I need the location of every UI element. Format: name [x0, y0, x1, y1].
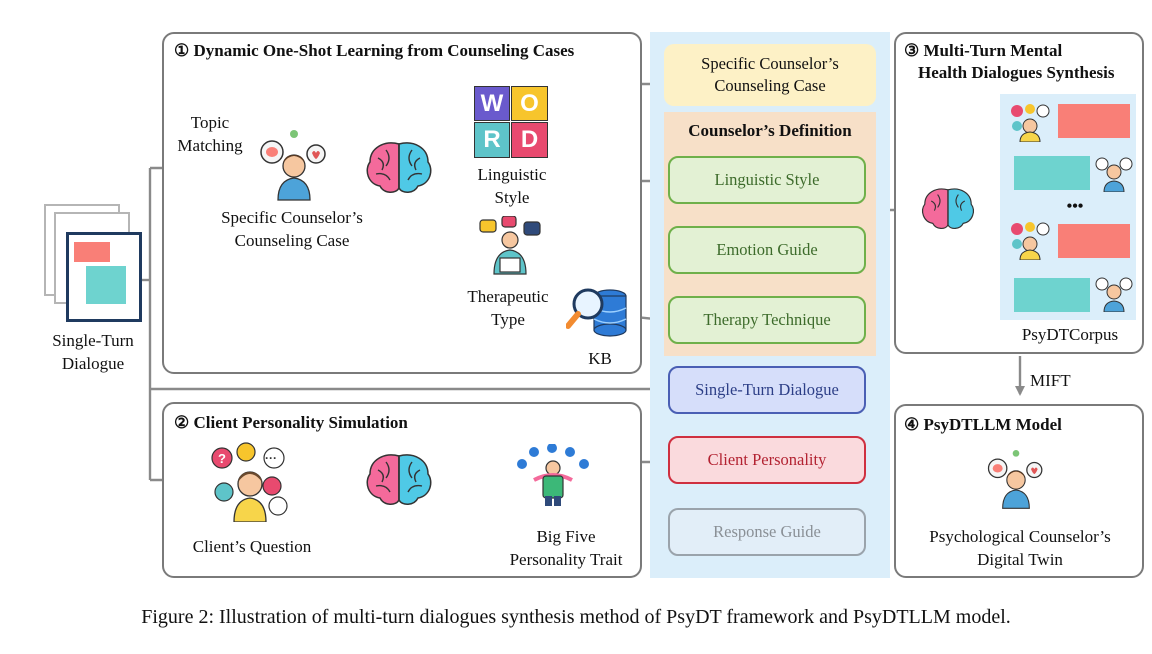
case-label-2: Counseling Case	[234, 231, 350, 250]
brain-icon	[366, 454, 432, 505]
response-guide-box: Response Guide	[668, 508, 866, 556]
single-turn-label-1: Single-Turn	[52, 331, 134, 350]
digital-twin-label-1: Psychological Counselor’s	[929, 527, 1111, 546]
kb-label: KB	[588, 349, 612, 368]
message-bubble-client	[1058, 224, 1130, 258]
digital-twin-label-2: Digital Twin	[977, 550, 1063, 569]
psydtcorpus-label: PsyDTCorpus	[1021, 325, 1119, 344]
panel-3-title-2: Health Dialogues Synthesis	[918, 63, 1115, 82]
client-icon: ? ···	[211, 442, 288, 522]
case-label-1: Specific Counselor’s	[221, 208, 363, 227]
brain-icon	[366, 142, 432, 193]
panel-1-title: ① Dynamic One-Shot Learning from Counsel…	[174, 41, 575, 60]
client-avatar-icon	[1011, 222, 1050, 260]
big-five-icon	[517, 444, 589, 506]
ellipsis-label: •••	[1066, 198, 1084, 215]
figure-caption: Figure 2: Illustration of multi-turn dia…	[141, 606, 1011, 628]
kb-database-icon	[566, 288, 627, 337]
counselor-avatar-icon	[1095, 157, 1133, 192]
linguistic-label-2: Style	[494, 188, 530, 207]
message-bubble-counselor	[1014, 278, 1090, 312]
panel-3-title-1: ③ Multi-Turn Mental	[904, 41, 1063, 60]
counselor-icon	[987, 450, 1043, 509]
clients-question-label: Client’s Question	[192, 537, 312, 556]
single-turn-label-2: Dialogue	[61, 354, 125, 373]
therapy-technique-box: Therapy Technique	[668, 296, 866, 344]
svg-text:···: ···	[265, 451, 277, 465]
single-turn-dialogue-box: Single-Turn Dialogue	[668, 366, 866, 414]
topic-matching-label-2: Matching	[177, 136, 243, 155]
counselor-icon	[260, 130, 326, 201]
emotion-guide-box: Emotion Guide	[668, 226, 866, 274]
counselor-avatar-icon	[1095, 277, 1133, 312]
svg-text:?: ?	[218, 451, 226, 466]
big-five-label-2: Personality Trait	[509, 550, 623, 569]
client-personality-box: Client Personality	[668, 436, 866, 484]
mift-label: MIFT	[1030, 371, 1071, 390]
case-box-line-1: Specific Counselor’s	[701, 54, 839, 73]
case-box-line-2: Counseling Case	[714, 76, 826, 95]
panel-dynamic-one-shot	[162, 32, 642, 374]
panel-2-title: ② Client Personality Simulation	[174, 413, 408, 432]
panel-4-title: ④ PsyDTLLM Model	[904, 415, 1062, 434]
linguistic-label-1: Linguistic	[477, 165, 547, 184]
therapeutic-label-2: Type	[491, 310, 525, 329]
definition-title: Counselor’s Definition	[688, 121, 852, 140]
brain-icon	[922, 188, 974, 229]
message-bubble-client	[1058, 104, 1130, 138]
document-stack-icon	[44, 204, 144, 322]
therapist-icon	[479, 216, 541, 275]
linguistic-style-box: Linguistic Style	[668, 156, 866, 204]
message-bubble-counselor	[1014, 156, 1090, 190]
big-five-label-1: Big Five	[536, 527, 596, 546]
client-avatar-icon	[1011, 104, 1050, 142]
word-puzzle-icon: W O R D	[474, 86, 548, 158]
topic-matching-label-1: Topic	[190, 113, 230, 132]
therapeutic-label-1: Therapeutic	[467, 287, 549, 306]
counseling-case-box: Specific Counselor’s Counseling Case	[664, 44, 876, 106]
